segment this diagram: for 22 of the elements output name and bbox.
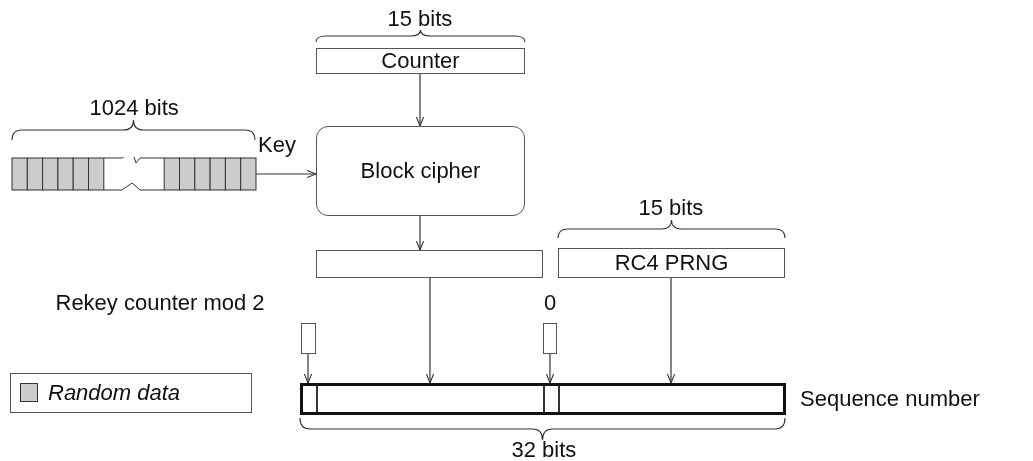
process-box bbox=[316, 250, 543, 278]
dimension-label: 15 bits bbox=[638, 197, 704, 219]
dimension-label: 32 bits bbox=[511, 439, 577, 461]
bit-array-drawing bbox=[11, 157, 257, 191]
legend-label: Random data bbox=[48, 382, 181, 404]
bit-label: Rekey counter mod 2 bbox=[55, 292, 265, 314]
arrow bbox=[415, 215, 425, 251]
edge-label: Key bbox=[258, 134, 296, 156]
dimension-label: 15 bits bbox=[387, 8, 453, 30]
arrow bbox=[666, 277, 676, 384]
arrow bbox=[425, 277, 435, 384]
process-box: Counter bbox=[316, 48, 525, 74]
register-bar bbox=[300, 383, 786, 415]
bit-label: 0 bbox=[544, 292, 557, 314]
arrow bbox=[303, 353, 313, 384]
process-box: Block cipher bbox=[316, 126, 525, 216]
arrow bbox=[255, 169, 317, 179]
process-box: RC4 PRNG bbox=[558, 248, 785, 278]
arrow bbox=[415, 73, 425, 127]
arrow bbox=[545, 353, 555, 384]
dimension-label: 1024 bits bbox=[89, 97, 179, 119]
register-label: Sequence number bbox=[800, 388, 980, 410]
